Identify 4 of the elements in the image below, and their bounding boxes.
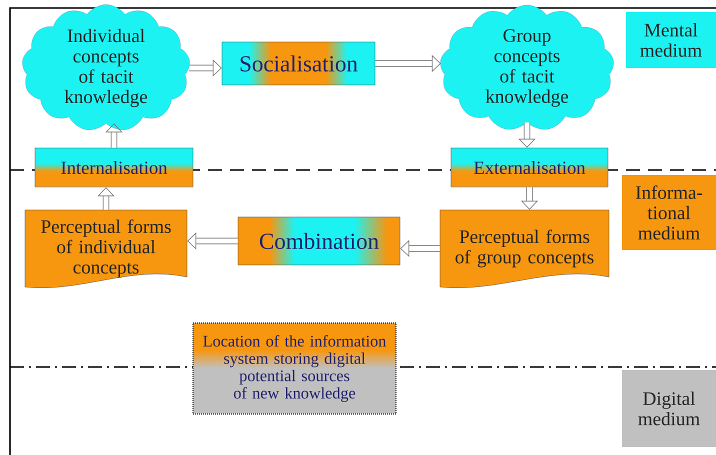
medium-label: Informa- tional medium	[622, 175, 716, 250]
medium-label: Digital medium	[622, 370, 716, 447]
storage-box: Location of the information system storing digital potential sources of new knowledge	[192, 322, 396, 414]
medium-label: Mental medium	[626, 12, 716, 68]
